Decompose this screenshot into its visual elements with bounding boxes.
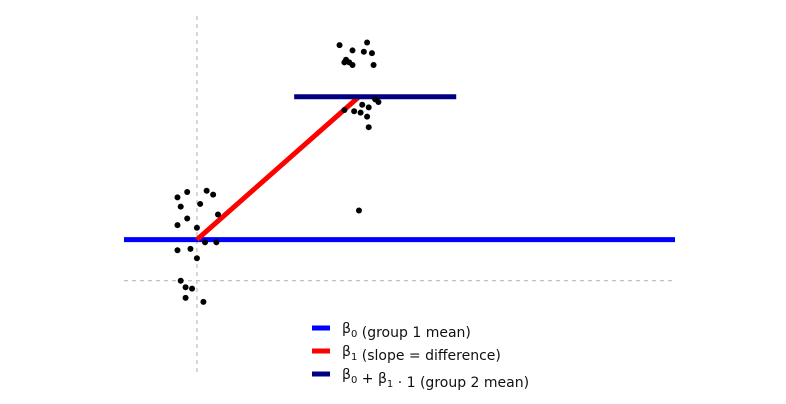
legend-label-beta1: β1 (slope = difference) bbox=[342, 344, 501, 364]
data-point-group2-15 bbox=[375, 99, 382, 106]
data-point-group2-10 bbox=[341, 59, 348, 66]
data-point-group2-9 bbox=[370, 61, 377, 68]
data-point-group1-3 bbox=[203, 187, 210, 194]
data-point-group1-10 bbox=[193, 224, 200, 231]
data-point-group1-18 bbox=[189, 285, 196, 292]
fit-lines bbox=[124, 94, 675, 243]
data-point-group2-18 bbox=[364, 113, 371, 120]
legend-label-sum: β0 + β1 · 1 (group 2 mean) bbox=[342, 367, 529, 391]
data-point-group1-12 bbox=[187, 245, 194, 252]
data-point-group1-5 bbox=[177, 203, 184, 210]
legend-label-beta0: β0 (group 1 mean) bbox=[342, 321, 471, 341]
data-point-group1-8 bbox=[184, 215, 191, 222]
data-point-group1-4 bbox=[210, 191, 217, 198]
data-point-group1-15 bbox=[193, 255, 200, 262]
data-point-group2-5 bbox=[368, 50, 375, 57]
data-point-group1-20 bbox=[200, 298, 207, 305]
data-point-group2-13 bbox=[351, 108, 358, 115]
data-point-group2-17 bbox=[357, 109, 364, 116]
data-point-group1-19 bbox=[182, 294, 189, 301]
data-point-group2-19 bbox=[365, 124, 372, 131]
segment-beta1 bbox=[195, 94, 361, 242]
data-point-group1-13 bbox=[202, 239, 209, 246]
data-point-group2-8 bbox=[349, 61, 356, 68]
reference-lines bbox=[124, 16, 675, 372]
data-point-group1-14 bbox=[213, 239, 220, 246]
data-point-group1-17 bbox=[182, 284, 189, 291]
legend: β0 (group 1 mean) β1 (slope = difference)… bbox=[312, 321, 529, 391]
data-point-group2-20 bbox=[355, 207, 362, 214]
data-point-group2-3 bbox=[349, 47, 356, 54]
data-point-group2-4 bbox=[360, 48, 367, 55]
data-point-group2-2 bbox=[364, 39, 371, 46]
data-point-group1-2 bbox=[184, 189, 191, 196]
data-point-group1-16 bbox=[177, 277, 184, 284]
data-point-group2-1 bbox=[336, 42, 343, 49]
data-point-group1-11 bbox=[174, 247, 181, 254]
data-point-group2-16 bbox=[341, 106, 348, 113]
data-point-group2-12 bbox=[359, 101, 366, 108]
data-points bbox=[174, 39, 382, 305]
data-point-group1-1 bbox=[174, 194, 181, 201]
data-point-group1-6 bbox=[197, 200, 204, 207]
data-point-group1-7 bbox=[214, 211, 221, 218]
data-point-group1-9 bbox=[174, 222, 181, 229]
data-point-group2-14 bbox=[365, 104, 372, 111]
